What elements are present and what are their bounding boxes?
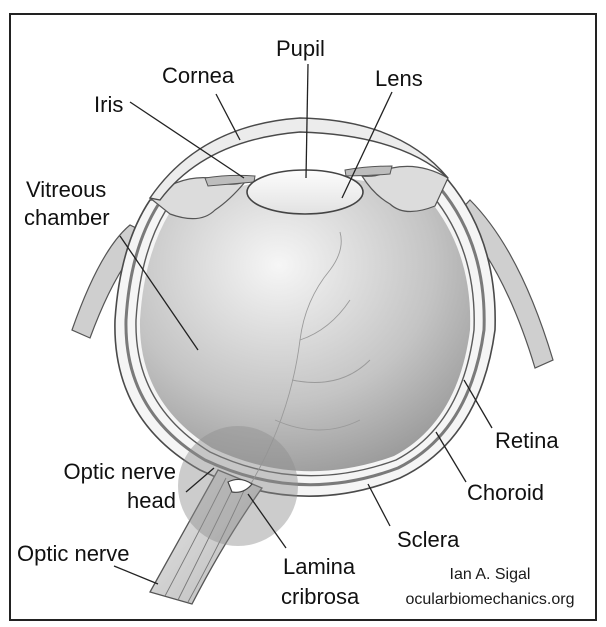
label-optic-nerve: Optic nerve bbox=[17, 541, 130, 566]
label-choroid: Choroid bbox=[467, 480, 544, 505]
lens-shape bbox=[247, 170, 363, 214]
label-pupil: Pupil bbox=[276, 36, 325, 61]
credit-author: Ian A. Sigal bbox=[400, 565, 580, 585]
label-sclera: Sclera bbox=[397, 527, 459, 552]
label-lamina-line1: Lamina bbox=[283, 554, 355, 579]
iris-right bbox=[345, 166, 392, 176]
label-retina: Retina bbox=[495, 428, 559, 453]
label-lens: Lens bbox=[375, 66, 423, 91]
label-cornea: Cornea bbox=[162, 63, 234, 88]
iris-left bbox=[205, 175, 255, 186]
label-optic-nerve-head-line1: Optic nerve bbox=[26, 459, 176, 484]
label-vitreous-line1: Vitreous bbox=[26, 177, 106, 202]
label-optic-nerve-head-line2: head bbox=[26, 488, 176, 513]
label-iris: Iris bbox=[94, 92, 123, 117]
label-vitreous-line2: chamber bbox=[24, 205, 110, 230]
credit-website: ocularbiomechanics.org bbox=[392, 590, 588, 610]
label-lamina-line2: cribrosa bbox=[281, 584, 359, 609]
vitreous-body bbox=[140, 177, 470, 471]
